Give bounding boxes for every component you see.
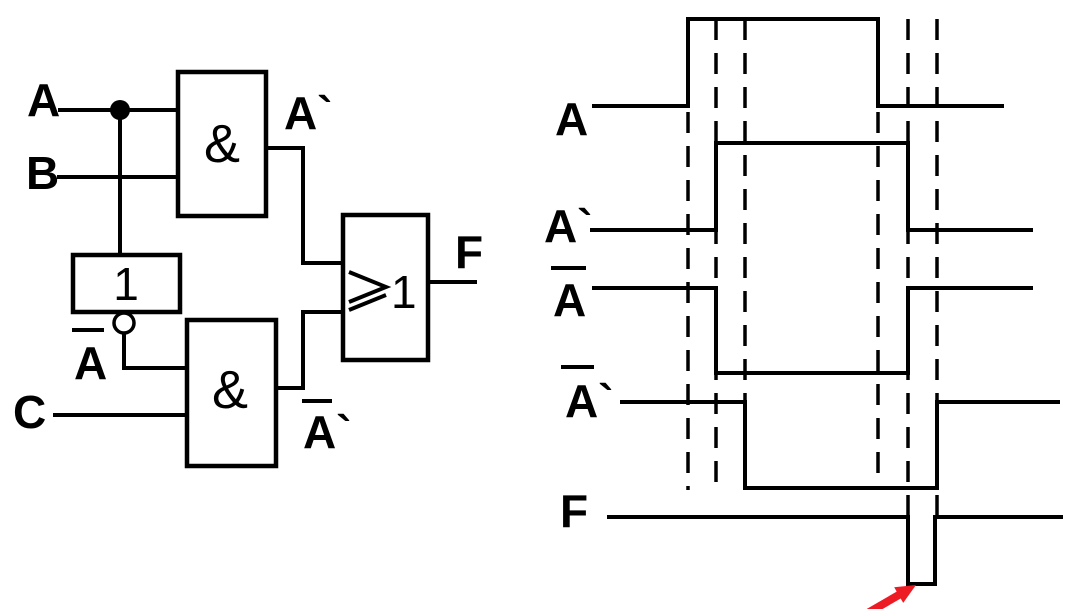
label-not-a-delayed-letter: A`	[303, 406, 352, 458]
glitch-arrow-head	[894, 585, 916, 603]
or-gate-digit: 1	[391, 266, 417, 318]
timing-label-f: F	[560, 485, 588, 537]
or-gate-symbol: 1	[348, 266, 417, 318]
or-gte-underline	[348, 293, 387, 312]
timing-label-a-delayed: A`	[544, 200, 593, 252]
timing-label-not-a-delayed: A`	[561, 365, 614, 427]
label-output-f: F	[455, 226, 483, 278]
waveform-not-a	[592, 286, 1033, 375]
wire-and1-to-or	[266, 146, 343, 265]
label-net-not-a-delayed: A`	[302, 399, 352, 458]
label-input-c: C	[13, 386, 46, 438]
and-gate-bottom-box	[184, 317, 279, 469]
label-net-a-delayed: A`	[284, 87, 333, 139]
label-net-not-a: A	[72, 328, 107, 389]
timing-label-not-a-delayed-letter: A`	[565, 375, 614, 427]
circuit-schematic: & 1 & 1 A B C A` A A` F	[13, 69, 483, 469]
and-gate-bottom-symbol: &	[212, 360, 248, 420]
not-gate-bubble	[112, 311, 136, 335]
label-not-a-letter: A	[74, 337, 107, 389]
waveform-a	[592, 17, 1004, 108]
not-gate-symbol: 1	[113, 258, 139, 310]
and-gate-top-symbol: &	[204, 114, 240, 174]
glitch-arrow-shaft	[866, 589, 905, 609]
waveform-not-a-delayed	[620, 400, 1060, 490]
label-input-b: B	[26, 147, 59, 199]
waveform-f	[607, 515, 1063, 586]
waveform-a-delayed	[590, 141, 1033, 232]
glitch-arrow	[866, 585, 916, 609]
timing-label-not-a-letter: A	[553, 274, 586, 326]
wire-and2-to-or	[276, 310, 343, 390]
timing-waveforms	[590, 17, 1063, 586]
junction-dot	[110, 100, 130, 120]
timing-label-not-a: A	[551, 266, 586, 326]
wire-nota-to-and2	[122, 334, 187, 370]
timing-label-a: A	[555, 93, 588, 145]
timing-guides	[686, 19, 939, 517]
and-gate-top-box	[175, 69, 269, 219]
label-input-a: A	[27, 74, 60, 126]
timing-diagram: A A` A A` F	[544, 17, 1063, 609]
or-gte-angle	[348, 270, 392, 304]
